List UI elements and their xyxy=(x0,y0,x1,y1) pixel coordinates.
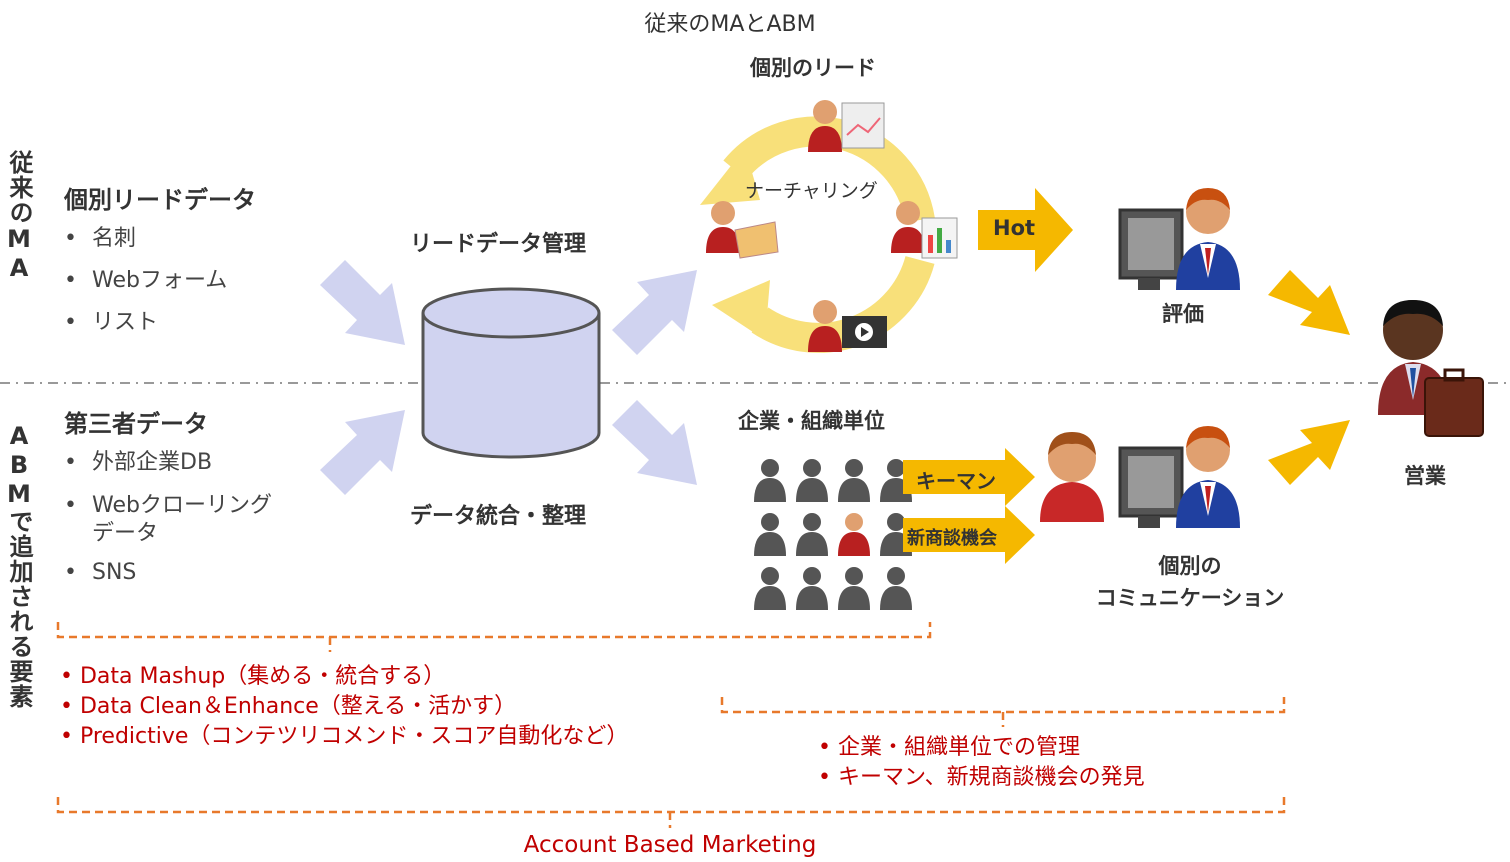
footer-label: Account Based Marketing xyxy=(523,832,817,858)
lead-person-icon xyxy=(808,300,887,352)
notes-right: • 企業・組織単位での管理 • キーマン、新規商談機会の発見 xyxy=(818,733,1145,793)
lead-person-icon xyxy=(706,201,779,259)
keyman-person-icon xyxy=(1040,432,1104,522)
bracket-right xyxy=(720,697,1286,727)
list-item: •名刺 xyxy=(64,226,137,251)
list-item: • Predictive（コンテツリコメンド・スコア自動化など） xyxy=(60,724,629,749)
new-deal-label: 新商談機会 xyxy=(907,528,997,549)
lead-data-management-label: リードデータ管理 xyxy=(410,232,587,257)
database-cylinder xyxy=(421,287,601,459)
list-item: • Data Mashup（集める・統合する） xyxy=(60,664,446,689)
ma-data-title: 個別リードデータ xyxy=(64,186,256,214)
data-integration-label: データ統合・整理 xyxy=(410,504,587,529)
keyman-arrow xyxy=(903,448,1035,506)
list-item: • 企業・組織単位での管理 xyxy=(818,735,1080,760)
ma-data-list: •名刺 •Webフォーム •リスト xyxy=(64,218,227,344)
list-item: •Webフォーム xyxy=(64,268,228,293)
communication-person-icon xyxy=(1118,426,1240,528)
list-item: •外部企業DB xyxy=(64,450,213,475)
evaluation-person-icon xyxy=(1118,188,1240,290)
lead-person-icon xyxy=(808,100,885,152)
lead-person-icon xyxy=(891,201,958,259)
individual-communication-label: 個別の コミュニケーション xyxy=(1095,554,1285,610)
sales-person-icon xyxy=(1378,300,1484,437)
notes-left: • Data Mashup（集める・統合する） • Data Clean＆Enh… xyxy=(60,662,628,752)
lavender-arrow-db-to-org xyxy=(612,400,697,485)
hot-label: Hot xyxy=(993,216,1036,240)
arrow-to-sales-top xyxy=(1268,270,1350,335)
sales-label: 営業 xyxy=(1404,464,1446,488)
list-item: •SNS xyxy=(64,560,137,585)
new-deal-arrow xyxy=(903,506,1035,564)
cycle-arrowhead-top xyxy=(700,148,760,205)
list-item: •Webクローリング xyxy=(64,493,272,518)
keyman-label: キーマン xyxy=(916,469,996,493)
evaluation-label: 評価 xyxy=(1162,302,1204,326)
lavender-arrow-abm-to-db xyxy=(320,410,405,495)
list-item: • キーマン、新規商談機会の発見 xyxy=(818,765,1145,790)
lavender-arrow-ma-to-db xyxy=(320,260,405,345)
list-item: • Data Clean＆Enhance（整える・活かす） xyxy=(60,694,517,719)
bracket-left xyxy=(56,622,932,652)
organization-people-grid xyxy=(754,459,912,610)
individual-lead-title: 個別のリード xyxy=(750,56,876,80)
row-label-ma: 従来のMA xyxy=(5,150,33,283)
arrow-to-sales-bottom xyxy=(1268,420,1350,485)
abm-data-title: 第三者データ xyxy=(64,410,208,438)
bracket-bottom xyxy=(56,797,1286,828)
abm-data-list: •外部企業DB •Webクローリング データ •SNS xyxy=(64,442,272,594)
nurturing-label: ナーチャリング xyxy=(745,180,878,202)
list-item: •リスト xyxy=(64,310,159,335)
cycle-arrowhead-bottom xyxy=(712,280,770,340)
diagram-title: 従来のMAとABM xyxy=(644,12,816,37)
row-label-abm: ABMで追加される要素 xyxy=(5,422,33,709)
lavender-arrow-db-to-cycle xyxy=(612,270,697,355)
org-unit-title: 企業・組織単位 xyxy=(738,409,885,433)
list-item: データ xyxy=(92,521,159,546)
hot-arrow xyxy=(978,188,1073,272)
